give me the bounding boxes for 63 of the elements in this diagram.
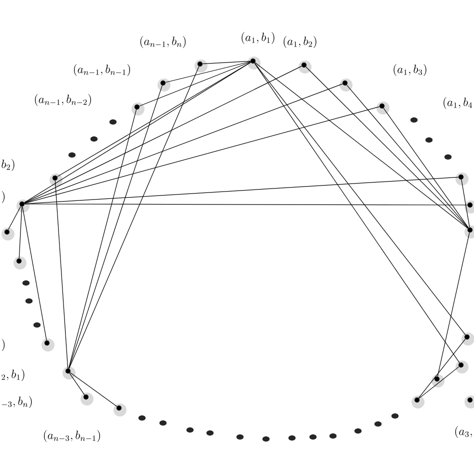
edge-line	[254, 62, 468, 229]
vertex	[432, 374, 444, 388]
vertex	[42, 338, 54, 352]
edge-line	[69, 372, 85, 396]
vertex	[464, 200, 474, 214]
edge-line	[18, 206, 22, 259]
vertex-label: $(a_{n-1},b_{n})$	[140, 36, 186, 48]
vertex	[412, 396, 424, 408]
vertex-label: $(a_{1},b_{1})$	[242, 32, 274, 44]
vertex	[340, 78, 352, 92]
edge-line	[139, 62, 251, 106]
edge-line	[68, 66, 200, 369]
edge-line	[8, 206, 22, 230]
vertex-label: $(a_{1},b_{2})$	[284, 36, 316, 48]
edge-line	[437, 232, 470, 377]
vertex	[464, 226, 474, 238]
vertex	[462, 332, 474, 346]
vertex	[194, 60, 208, 72]
vertex	[376, 102, 390, 114]
edge-line	[165, 61, 251, 83]
edge-line	[383, 108, 469, 228]
vertex-label: $(a_{3},$	[455, 426, 472, 438]
vertex-label: $(a_{n-3},b_{n-1})$	[44, 430, 100, 442]
vertex	[158, 78, 170, 92]
edge-line	[24, 66, 302, 204]
vertex	[298, 60, 312, 74]
vertex	[132, 102, 144, 116]
vertex-label: $)$	[2, 339, 5, 351]
vertex	[16, 200, 30, 212]
edge-line	[70, 372, 118, 407]
vertex	[80, 392, 94, 406]
edge-line	[346, 84, 469, 228]
vertex	[62, 366, 76, 380]
vertex-label: $(a_{1},b_{3})$	[394, 64, 426, 76]
edge-line	[57, 62, 251, 177]
vertex	[114, 404, 126, 416]
vertex	[2, 228, 14, 240]
vertex-label: $(a_{n-1},b_{n-2})$	[34, 94, 92, 106]
vertex	[456, 360, 468, 374]
edge-line	[68, 109, 137, 369]
edge-line	[24, 204, 468, 206]
vertex-label: $(a_{n-1},b_{n-1})$	[74, 64, 130, 76]
edge-line	[418, 338, 466, 398]
edge-line	[24, 106, 380, 204]
edge-line	[24, 84, 343, 204]
vertex	[248, 56, 260, 70]
vertex-label: $(a_{1},b_{4}$	[444, 97, 472, 109]
edge-line	[418, 366, 460, 399]
vertex-label: ${}_{-3},b_{n})$	[2, 396, 32, 408]
edge-line	[22, 206, 47, 341]
vertex	[464, 396, 474, 408]
edge-line	[306, 66, 468, 228]
vertex	[50, 174, 62, 186]
vertex-label: $b_{2})$	[2, 159, 14, 171]
vertex-label: $)$	[2, 191, 5, 203]
vertex	[456, 172, 468, 186]
vertex-label: ${}_{2},b_{1})$	[2, 369, 24, 381]
vertex	[14, 256, 26, 270]
edge-line	[68, 85, 162, 369]
edge-line	[54, 180, 68, 369]
edge-line	[24, 62, 252, 203]
edge-line	[202, 60, 251, 64]
edge-line	[461, 179, 470, 228]
